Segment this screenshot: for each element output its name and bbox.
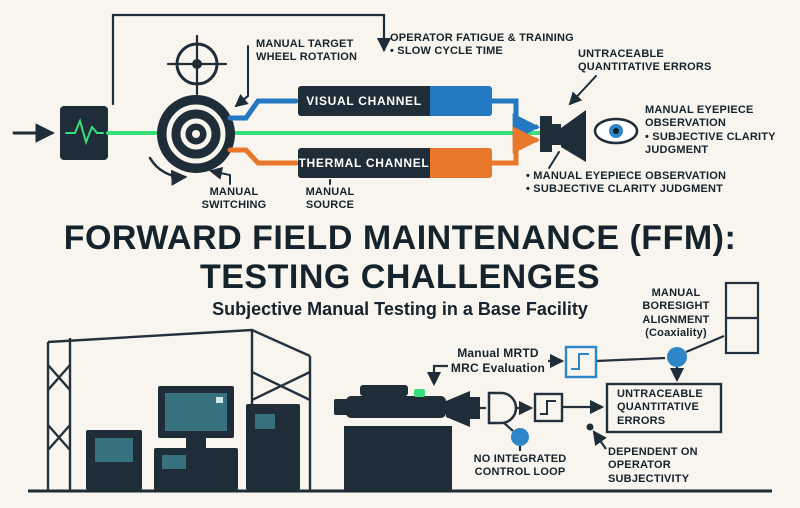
signal-generator-box (60, 106, 108, 160)
flow-connectors (426, 334, 725, 451)
label-eyepiece-observation-right: MANUAL EYEPIECE OBSERVATION • SUBJECTIVE… (645, 104, 776, 157)
label-dependent-subjectivity: DEPENDENT ON OPERATOR SUBJECTIVITY (608, 446, 698, 485)
page-subtitle: Subjective Manual Testing in a Base Faci… (212, 299, 588, 319)
node-circle-upper (667, 347, 687, 367)
label-manual-source: MANUAL SOURCE (305, 186, 355, 212)
waveform-icon (65, 117, 104, 146)
boresight-bracket-icon (724, 281, 760, 355)
label-manual-target-wheel: MANUAL TARGET WHEEL ROTATION (256, 38, 358, 64)
label-untraceable-top: UNTRACEABLE QUANTITATIVE ERRORS (578, 48, 712, 74)
equipment-cabinets (86, 386, 300, 490)
thermal-channel-label: THERMAL CHANNEL (298, 148, 430, 178)
bottom-diagram (28, 281, 772, 493)
label-untraceable-errors-box: UNTRACEABLE QUANTITATIVE ERRORS (617, 387, 703, 427)
visual-line-out (489, 98, 541, 141)
node-circle-lower (511, 428, 529, 446)
target-wheel-leader (234, 45, 249, 108)
visual-channel-label: VISUAL CHANNEL (298, 86, 430, 116)
and-gate-icon (487, 391, 518, 425)
scope-indicator-light (414, 389, 425, 397)
feedback-bracket-line (111, 13, 392, 106)
scope-eyepiece-cone (446, 391, 470, 427)
thermal-line-in (227, 147, 299, 166)
label-eyepiece-observation-below: • MANUAL EYEPIECE OBSERVATION • SUBJECTI… (526, 170, 727, 196)
scope-tube (346, 396, 446, 418)
top-diagram (12, 13, 639, 186)
step-response-box (533, 392, 564, 423)
cabinet-screen (95, 438, 133, 462)
untraceable-leader (568, 75, 597, 106)
page-title: FORWARD FIELD MAINTENANCE (FFM): TESTING… (63, 219, 737, 297)
step-signal-icon (540, 400, 556, 415)
switching-leader (209, 166, 231, 185)
visual-line-in (227, 98, 299, 121)
target-wheel-icon (157, 95, 235, 173)
thermal-line-out (489, 126, 541, 166)
label-mrtd-evaluation: Manual MRTD MRC Evaluation (450, 346, 546, 375)
eye-icon (593, 117, 639, 145)
label-manual-switching: MANUAL SWITCHING (201, 186, 267, 212)
thermal-channel-block: THERMAL CHANNEL (298, 148, 492, 178)
label-operator-fatigue: OPERATOR FATIGUE & TRAINING • SLOW CYCLE… (390, 32, 574, 58)
junction-dot (586, 423, 594, 431)
mrtd-step-box (564, 345, 598, 379)
untraceable-errors-box (605, 382, 723, 434)
thermal-channel-color-bar (430, 148, 492, 178)
scope-device (334, 385, 480, 490)
eyepiece-note-leader (548, 151, 560, 169)
label-boresight-alignment: MANUAL BORESIGHT ALIGNMENT (Coaxiality) (642, 287, 710, 340)
visual-channel-block: VISUAL CHANNEL (298, 86, 492, 116)
step-signal-icon (571, 353, 589, 370)
visual-channel-color-bar (430, 86, 492, 116)
crosshair-icon (166, 34, 228, 96)
rotation-arrow-icon (148, 156, 188, 186)
eyepiece-assembly (540, 110, 586, 162)
label-no-control-loop: NO INTEGRATED CONTROL LOOP (473, 453, 567, 479)
scope-pedestal (344, 426, 452, 490)
